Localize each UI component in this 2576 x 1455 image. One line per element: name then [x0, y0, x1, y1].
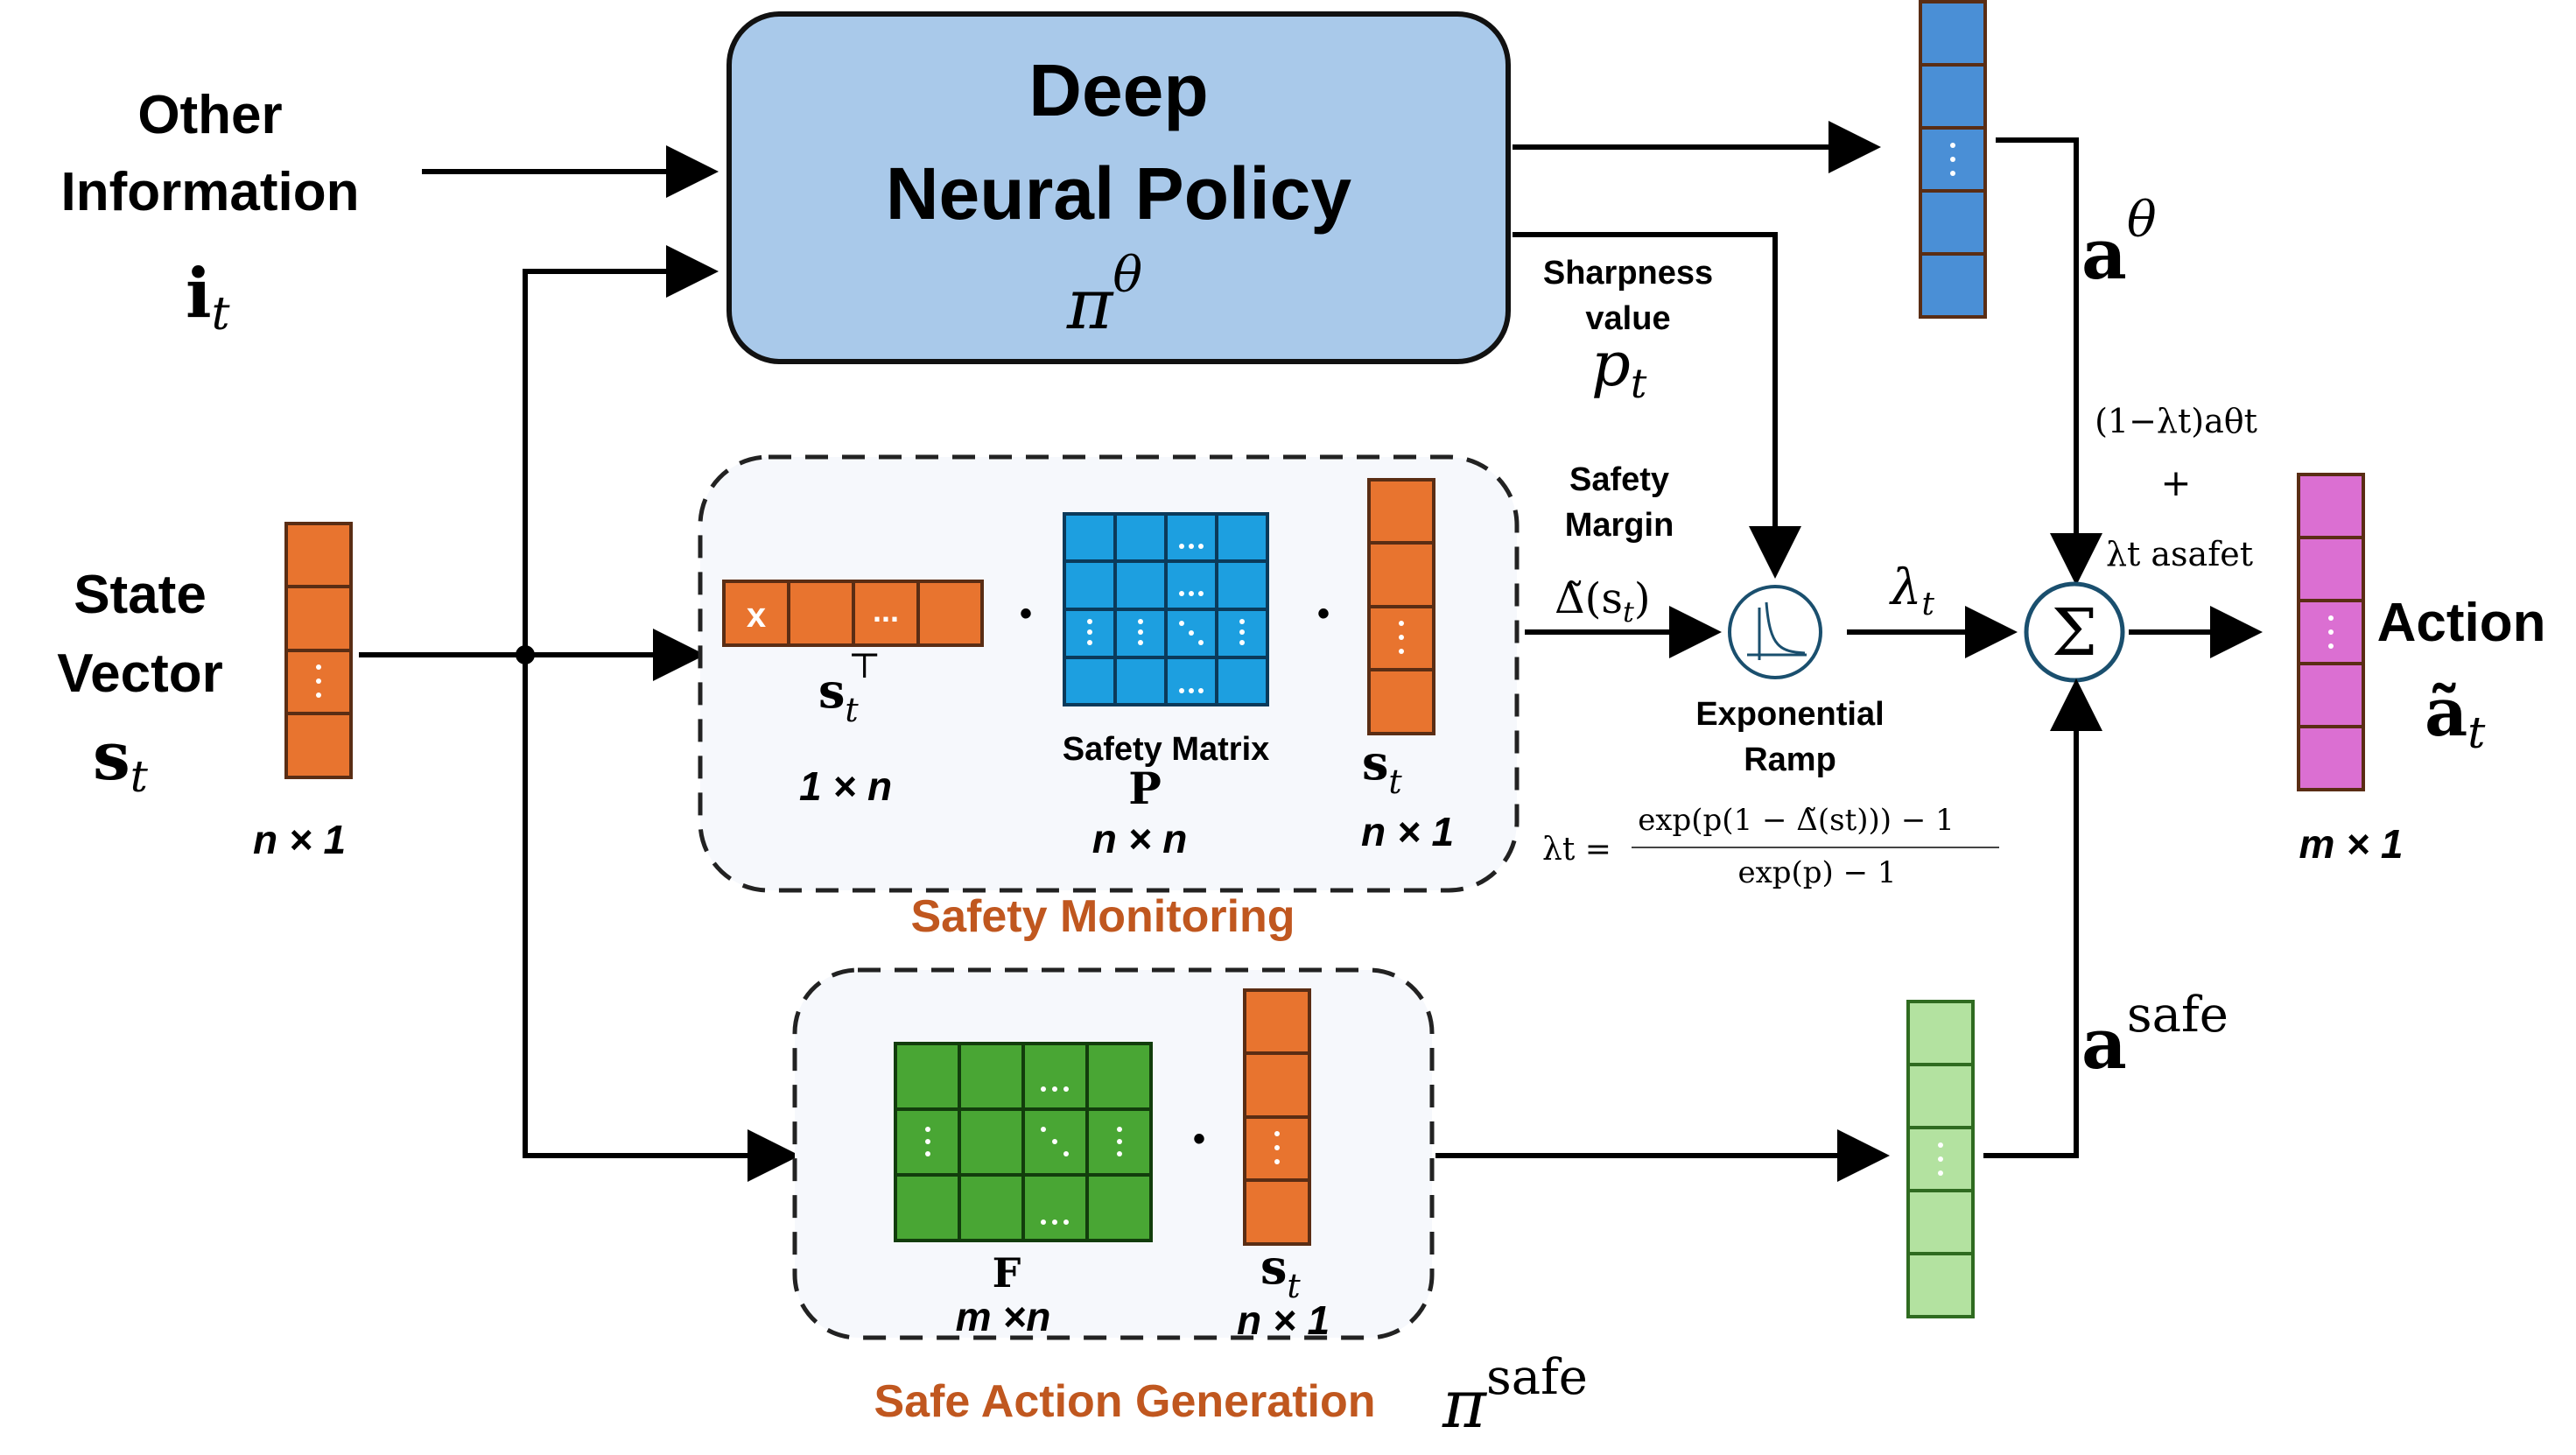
safety-col-vector-dim: n × 1 [1361, 809, 1454, 854]
policy-output-vector [1919, 0, 1987, 319]
sigma-symbol: Σ [2052, 595, 2097, 671]
ellipsis-icon [1087, 544, 1245, 693]
ellipsis-icon [2328, 615, 2334, 649]
safety-monitoring-title: Safety Monitoring [910, 891, 1295, 942]
multiply-dot-3: • [1193, 1120, 1205, 1158]
policy-output-symbol: aθ [2081, 192, 2157, 295]
other-info-line1: Other [137, 85, 282, 145]
ramp-formula-lhs: λt = [1542, 832, 1611, 868]
row-vector-dim: 1 × n [799, 763, 892, 809]
ellipsis-icon [1274, 1131, 1280, 1164]
state-to-safe-action-arrow [523, 655, 800, 1182]
multiply-dot-2: • [1317, 594, 1330, 633]
safety-matrix-symbol: P [1128, 763, 1162, 814]
sharpness-label-line2: value [1585, 300, 1670, 337]
safety-margin-line1: Safety [1569, 461, 1669, 498]
policy-box [726, 11, 1511, 364]
row-vector: x ... [722, 580, 984, 647]
state-line1: State [74, 565, 207, 625]
action-dim: m × 1 [2299, 821, 2404, 867]
policy-title-line2: Neural Policy [886, 152, 1352, 235]
safe-output-symbol: asafe [2081, 987, 2229, 1085]
state-dim: n × 1 [253, 817, 346, 862]
combiner-plus: + [2160, 461, 2191, 504]
ellipsis-icon [316, 664, 321, 698]
safe-action-state-symbol: st [1260, 1239, 1301, 1305]
ramp-formula-denominator: exp(p) − 1 [1737, 855, 1896, 890]
ramp-label-line1: Exponential [1695, 696, 1884, 733]
feedback-matrix-dim: m ×n [956, 1294, 1051, 1339]
sharpness-label-line1: Sharpness [1543, 255, 1713, 292]
ramp-formula-numerator: exp(p(1 − Δ̃(st))) − 1 [1638, 803, 1955, 838]
lambda-symbol: λt [1889, 559, 1935, 622]
safe-output-vector [1906, 1000, 1975, 1318]
feedback-matrix-symbol: F [993, 1249, 1021, 1297]
safety-margin-line2: Margin [1565, 507, 1674, 544]
safety-col-vector-symbol: st [1362, 735, 1402, 801]
safe-output-to-sum-arrow [1983, 678, 2102, 1158]
ramp-label-line2: Ramp [1744, 742, 1836, 778]
safety-matrix-label: Safety Matrix [1063, 731, 1270, 768]
state-to-policy-arrow [523, 245, 719, 655]
safe-action-title: Safe Action Generation [874, 1376, 1375, 1427]
multiply-dot-1: • [1020, 594, 1032, 633]
policy-title-line1: Deep [1028, 49, 1208, 131]
ramp-icon [1728, 585, 1822, 679]
safety-matrix [1063, 512, 1269, 706]
sharpness-arrow [1513, 232, 1801, 579]
combiner-term2: λt asafet [2106, 535, 2253, 573]
policy-output-to-sum-arrow [1996, 137, 2102, 586]
safety-col-vector [1367, 478, 1435, 735]
ellipsis-icon [925, 1086, 1122, 1225]
state-line2: Vector [57, 643, 223, 704]
ellipsis-icon [1938, 1142, 1943, 1176]
other-info-line2: Information [61, 162, 360, 222]
ellipsis-icon [1399, 621, 1404, 654]
safe-action-state-dim: n × 1 [1237, 1297, 1330, 1343]
policy-symbol: πθ [1066, 247, 1142, 345]
safe-action-state-vector [1243, 988, 1311, 1246]
safety-margin-symbol: Δ̃(st) [1555, 574, 1651, 629]
state-symbol: st [93, 717, 149, 802]
row-vector-symbol: st⊤ [818, 646, 881, 729]
action-symbol: ãt [2425, 673, 2486, 758]
ellipsis-icon [1950, 143, 1955, 176]
action-vector [2297, 473, 2365, 791]
row-vector-first-cell: x [747, 596, 766, 635]
ellipsis-icon: ... [873, 593, 899, 629]
other-info-symbol: it [186, 254, 230, 341]
feedback-matrix [894, 1042, 1153, 1242]
action-label: Action [2377, 593, 2546, 653]
safety-matrix-dim: n × n [1092, 816, 1188, 861]
sharpness-symbol: pt [1591, 328, 1647, 407]
combiner-term1: (1−λt)aθt [2095, 402, 2257, 440]
safe-policy-symbol: πsafe [1442, 1349, 1588, 1443]
state-vector [284, 522, 353, 779]
